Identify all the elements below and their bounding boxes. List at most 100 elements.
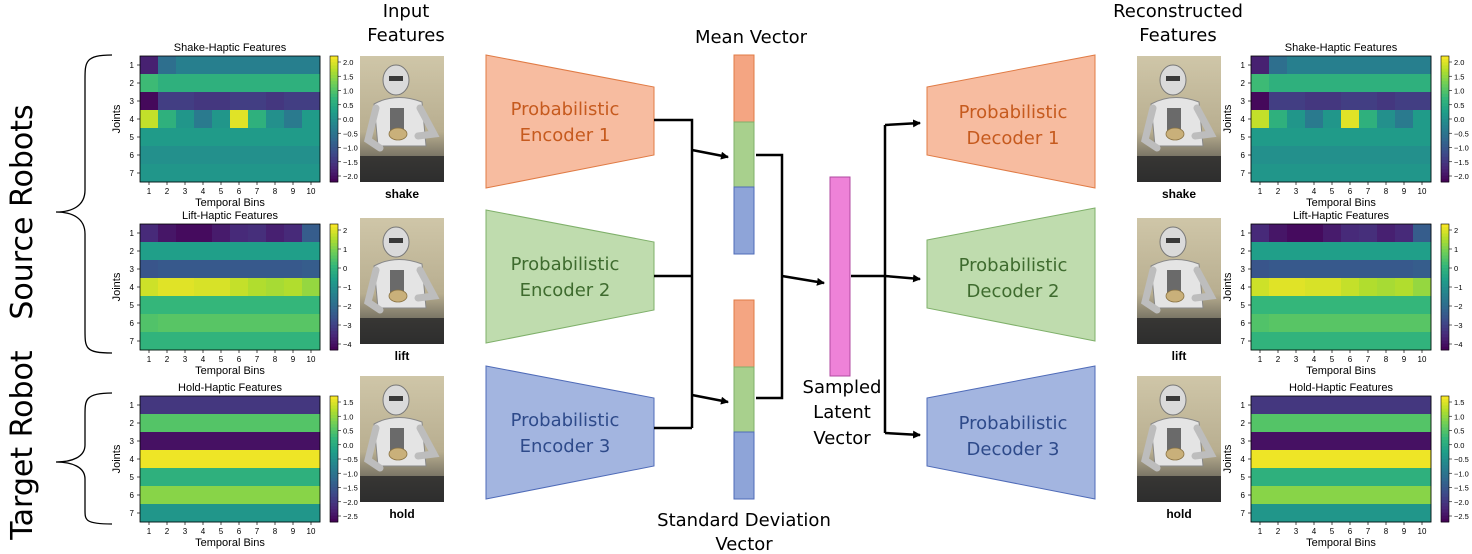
heatmap-cell	[176, 164, 195, 183]
heatmap-cell	[230, 486, 249, 505]
heatmap-cell	[248, 128, 267, 147]
colorbar-step	[1441, 137, 1449, 142]
heatmap-cell	[1377, 260, 1396, 279]
colorbar-step	[330, 166, 338, 170]
heatmap-cell	[248, 332, 267, 351]
heatmap-cell	[1395, 278, 1414, 297]
x-axis-label: Temporal Bins	[195, 537, 265, 549]
std-vector-segment-3	[733, 431, 755, 500]
heatmap-cell	[140, 92, 159, 111]
heatmap-cell	[194, 296, 213, 315]
x-tick-label: 3	[1294, 187, 1299, 196]
heatmap-cell	[248, 164, 267, 183]
colorbar-step	[1441, 509, 1449, 513]
input-robot-image-2: lift	[360, 218, 444, 363]
heatmap-cell	[230, 450, 249, 469]
heatmap-cell	[1413, 296, 1432, 315]
heatmap-cell	[248, 242, 267, 261]
colorbar-step	[1441, 153, 1449, 158]
heatmap-cell	[1377, 396, 1396, 415]
heatmap-cell	[176, 432, 195, 451]
colorbar-step	[330, 481, 338, 485]
heatmap-cell	[158, 414, 177, 433]
heatmap-cell	[1395, 414, 1414, 433]
heatmap-cell	[230, 92, 249, 111]
heatmap-cell	[302, 278, 321, 297]
heatmap-cell	[266, 314, 285, 333]
heatmap-cell	[1269, 128, 1288, 147]
heatmap-cell	[1413, 146, 1432, 165]
heatmap-cell	[1251, 164, 1270, 183]
heatmap-cell	[1377, 56, 1396, 75]
heatmap-cell	[1359, 74, 1378, 93]
heatmap-cell	[266, 332, 285, 351]
heatmap-cell	[140, 450, 159, 469]
colorbar-step	[330, 465, 338, 469]
heatmap-cell	[1251, 414, 1270, 433]
heatmap-cell	[140, 164, 159, 183]
decoder-label-line1: Probabilistic	[959, 102, 1068, 123]
sampled-latent-line2: Latent	[813, 402, 871, 423]
heatmap-cell	[302, 110, 321, 129]
colorbar-step	[330, 224, 338, 228]
x-tick-label: 9	[291, 527, 296, 536]
colorbar-step	[330, 334, 338, 338]
encoder-label-line2: Encoder 3	[520, 436, 611, 457]
x-axis-label: Temporal Bins	[195, 197, 265, 209]
colorbar-step	[330, 290, 338, 294]
heatmap-cell	[1287, 146, 1306, 165]
heatmap-cell	[1377, 314, 1396, 333]
heatmap-cell	[176, 146, 195, 165]
y-tick-label: 3	[130, 437, 135, 446]
x-tick-label: 1	[1258, 187, 1263, 196]
colorbar-step	[330, 59, 338, 63]
flow-arrows	[654, 118, 921, 439]
y-tick-label: 5	[130, 473, 135, 482]
heatmap-cell	[1341, 92, 1360, 111]
colorbar-step	[1441, 65, 1449, 69]
colorbar-tick-label: −0.5	[343, 455, 358, 464]
colorbar-step	[1441, 175, 1449, 180]
robot-action-label: hold	[389, 507, 414, 521]
heatmap-cell	[1269, 450, 1288, 469]
heatmap-cell	[212, 164, 231, 183]
heatmap-cell	[176, 296, 195, 315]
colorbar-tick-label: −1.0	[1454, 144, 1469, 153]
source-robots-label: Source Robots	[5, 104, 40, 319]
heatmap-cell	[302, 56, 321, 75]
colorbar-tick-label: −3	[343, 321, 352, 330]
colorbar-step	[330, 131, 338, 136]
x-tick-label: 9	[1402, 187, 1407, 196]
y-tick-label: 2	[1241, 247, 1246, 256]
heatmap-cell	[1305, 164, 1324, 183]
colorbar-step	[330, 402, 338, 406]
heatmap-cell	[1413, 74, 1432, 93]
heatmap-cell	[1269, 260, 1288, 279]
heatmap-cell	[1395, 296, 1414, 315]
heatmap-cell	[1413, 450, 1432, 469]
x-tick-label: 8	[1384, 527, 1389, 536]
reconstructed-robot-image-3: hold	[1137, 376, 1221, 521]
colorbar-step	[330, 264, 338, 269]
heatmap-cell	[140, 332, 159, 351]
heatmap-cell	[176, 242, 195, 261]
heatmap-cell	[302, 432, 321, 451]
x-axis-label: Temporal Bins	[1306, 197, 1376, 209]
colorbar-step	[1441, 258, 1449, 263]
heatmap-cell	[1395, 504, 1414, 523]
x-tick-label: 3	[183, 355, 188, 364]
heatmap-cell	[284, 110, 303, 129]
heatmap-cell	[1395, 486, 1414, 505]
colorbar-step	[330, 115, 338, 120]
heatmap-cell	[140, 414, 159, 433]
heatmap-cell	[194, 486, 213, 505]
heatmap-cell	[1305, 504, 1324, 523]
heatmap-cell	[194, 164, 213, 183]
heatmap-cell	[1377, 432, 1396, 451]
heatmap-cell	[1269, 504, 1288, 523]
y-tick-label: 6	[130, 151, 135, 160]
heatmap-cell	[1323, 432, 1342, 451]
heatmap-cell	[1413, 332, 1432, 351]
colorbar-step	[1441, 128, 1449, 132]
